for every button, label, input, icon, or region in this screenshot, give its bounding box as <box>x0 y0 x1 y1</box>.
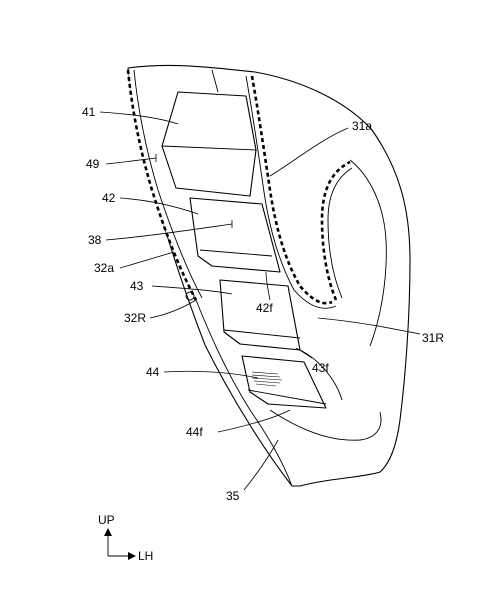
label-44f: 44f <box>186 425 203 439</box>
label-31R: 31R <box>422 331 444 345</box>
label-38: 38 <box>88 233 102 247</box>
label-44: 44 <box>146 365 160 379</box>
leader-35 <box>243 439 279 491</box>
direction-indicator: UP LH <box>98 513 153 563</box>
block-44-divider <box>247 389 327 405</box>
label-35: 35 <box>226 489 240 503</box>
block-44-shading <box>251 371 283 387</box>
block-41-divider <box>161 145 257 151</box>
top-notch <box>211 69 219 93</box>
bottom-cavity <box>269 409 382 441</box>
leader-32a <box>119 251 175 269</box>
block-43-divider <box>223 329 301 339</box>
label-31a: 31a <box>352 119 372 133</box>
label-43f: 43f <box>312 361 329 375</box>
block-42-divider <box>199 249 273 257</box>
inner-lower-curve <box>299 349 343 401</box>
leader-41 <box>99 111 179 125</box>
leader-31a <box>269 127 349 177</box>
lower-left-wall <box>195 299 293 487</box>
center-partition-edge <box>245 75 337 309</box>
leader-31R <box>317 317 421 335</box>
label-42: 42 <box>102 191 116 205</box>
leader-42f <box>265 271 271 301</box>
leader-43 <box>151 285 233 295</box>
lh-arrowhead <box>128 552 136 560</box>
center-partition-hatched <box>250 75 333 305</box>
label-32R: 32R <box>124 311 146 325</box>
leader-38 <box>105 223 233 241</box>
right-pocket-edge <box>327 167 353 299</box>
block-44 <box>241 355 327 409</box>
label-49: 49 <box>86 157 100 171</box>
left-wall-hatched <box>126 69 198 301</box>
up-arrowhead <box>104 528 112 536</box>
leader-49 <box>105 157 157 165</box>
leader-43f <box>295 347 313 359</box>
block-41 <box>161 91 257 197</box>
left-wall-inner-edge <box>133 69 203 299</box>
block-43 <box>219 279 301 351</box>
pivot-circle <box>185 291 195 301</box>
block-42 <box>189 197 281 273</box>
label-41: 41 <box>82 105 96 119</box>
leader-44 <box>163 370 259 379</box>
label-43: 43 <box>130 279 144 293</box>
leader-42 <box>119 197 199 215</box>
right-pocket-outer <box>349 159 387 347</box>
up-label: UP <box>98 513 115 527</box>
lh-label: LH <box>138 549 153 563</box>
leader-32R <box>149 299 197 319</box>
label-42f: 42f <box>256 301 273 315</box>
label-32a: 32a <box>94 261 114 275</box>
right-pocket-hatched <box>320 160 351 301</box>
leader-44f <box>217 409 291 433</box>
